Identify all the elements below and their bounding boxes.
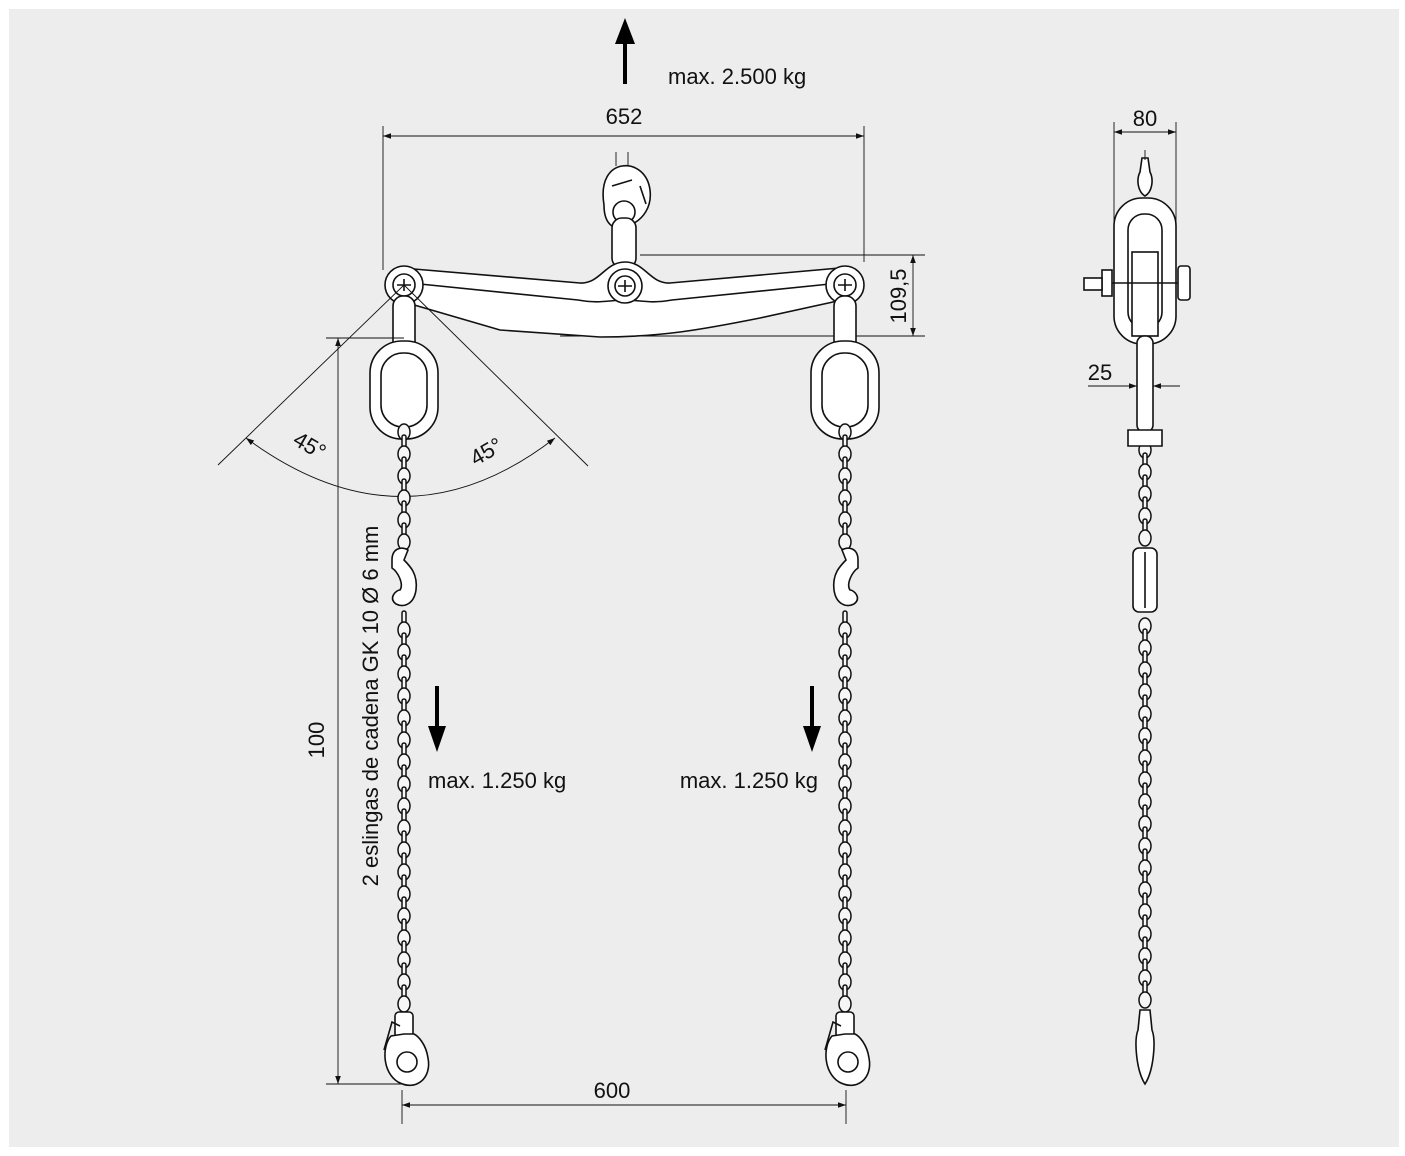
chain-link xyxy=(397,995,411,1013)
top-hook xyxy=(602,152,652,269)
side-thickness-dimension xyxy=(1088,346,1180,392)
length-dim-label: 100 xyxy=(304,722,329,759)
left-angle-label: 45° xyxy=(289,426,330,464)
spreader-beam xyxy=(401,261,843,338)
chain-link xyxy=(838,995,852,1013)
side-view xyxy=(1083,150,1191,1086)
spacing-dimension xyxy=(401,1090,847,1124)
left-chain xyxy=(397,423,411,1013)
right-shortening-hook xyxy=(832,547,859,607)
left-load-arrow xyxy=(428,686,446,752)
top-load-arrow xyxy=(615,18,635,84)
drawing-panel xyxy=(9,9,1399,1147)
side-width-dimension xyxy=(1113,122,1177,230)
left-suspension xyxy=(369,265,439,440)
chain-link xyxy=(1138,529,1152,547)
side-thickness-label: 25 xyxy=(1088,360,1112,385)
left-bottom-hook xyxy=(383,1011,430,1087)
side-chain xyxy=(1138,441,1152,1009)
width-dimension xyxy=(382,126,865,270)
right-load-label: max. 1.250 kg xyxy=(680,768,818,793)
beam-height-label: 109,5 xyxy=(886,268,911,323)
right-load-arrow xyxy=(803,686,821,752)
left-shortening-hook xyxy=(391,547,418,607)
chain-link xyxy=(1138,991,1152,1009)
chain-label: 2 eslingas de cadena GK 10 Ø 6 mm xyxy=(358,526,383,887)
right-chain xyxy=(838,423,852,1013)
right-bottom-hook xyxy=(824,1011,871,1087)
side-width-label: 80 xyxy=(1133,106,1157,131)
length-dimension xyxy=(326,337,404,1085)
width-dim-label: 652 xyxy=(606,104,643,129)
left-load-label: max. 1.250 kg xyxy=(428,768,566,793)
top-load-label: max. 2.500 kg xyxy=(668,64,806,89)
spacing-dim-label: 600 xyxy=(594,1078,631,1103)
right-angle-label: 45° xyxy=(466,432,507,470)
